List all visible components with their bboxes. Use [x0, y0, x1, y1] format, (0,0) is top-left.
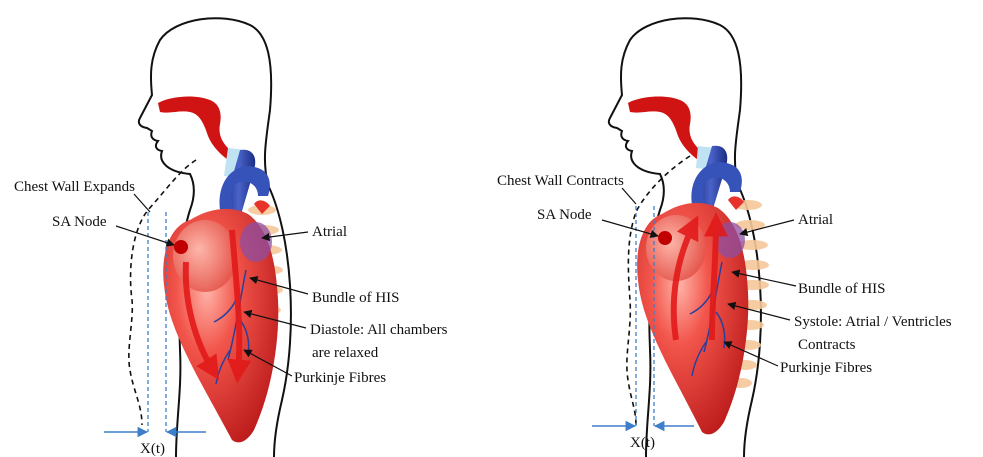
- phase-label-line2: are relaxed: [312, 345, 379, 361]
- purkinje-label: Purkinje Fibres: [780, 360, 872, 376]
- phase-label-line2: Contracts: [798, 337, 856, 353]
- left-atrium-icon: [715, 222, 745, 258]
- leader-sa-node: [116, 226, 174, 245]
- chest-wall-label: Chest Wall Contracts: [497, 173, 624, 189]
- displacement-label: X(t): [630, 435, 655, 451]
- purkinje-label: Purkinje Fibres: [294, 370, 386, 386]
- sa-node-label: SA Node: [537, 207, 592, 223]
- bundle-label: Bundle of HIS: [798, 281, 886, 297]
- bundle-label: Bundle of HIS: [312, 290, 400, 306]
- leader-chest-wall: [622, 188, 636, 204]
- phase-label-line1: Diastole: All chambers: [310, 322, 448, 338]
- left-atrium-icon: [240, 222, 272, 262]
- sa-node-dot: [174, 240, 188, 254]
- right-atrium-icon: [173, 220, 237, 292]
- sa-node-label: SA Node: [52, 214, 107, 230]
- atrial-label: Atrial: [798, 212, 833, 228]
- displacement-label: X(t): [140, 441, 165, 457]
- phase-label-line1: Systole: Atrial / Ventricles: [794, 314, 952, 330]
- sa-node-dot: [658, 231, 672, 245]
- airway-icon: [628, 96, 706, 160]
- airway-icon: [158, 96, 236, 160]
- leader-chest-wall: [134, 194, 150, 212]
- right-panel: Chest Wall Contracts SA Node Atrial Bund…: [497, 18, 952, 457]
- chest-wall-label: Chest Wall Expands: [14, 179, 135, 195]
- left-panel: Chest Wall Expands SA Node Atrial Bundle…: [14, 18, 448, 457]
- atrial-label: Atrial: [312, 224, 347, 240]
